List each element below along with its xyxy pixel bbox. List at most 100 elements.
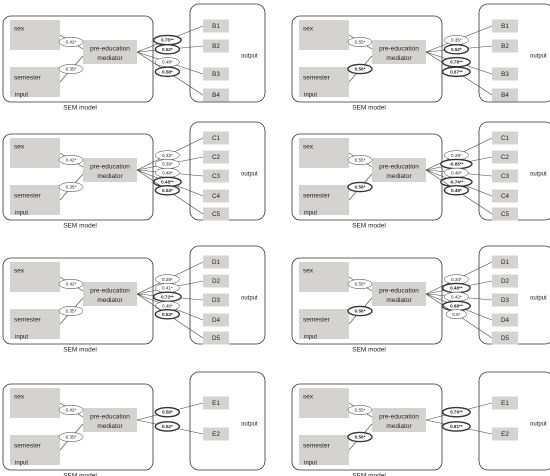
semester-box (299, 435, 349, 465)
output-box-D2 (203, 274, 229, 288)
sex-box (299, 262, 349, 292)
sem-model-caption: SEM model (352, 223, 386, 230)
sem-model-caption: SEM model (352, 473, 386, 476)
output-box-B2 (203, 39, 229, 53)
coefficient-C2: -0.65** (449, 162, 463, 167)
output-label-D5: D5 (212, 335, 221, 342)
coefficient-D4: 0.68** (450, 303, 463, 308)
mediator-label: mediator (97, 297, 123, 304)
semester-coefficient: 0.35* (66, 309, 77, 314)
coefficient-D5-oval (445, 309, 467, 320)
mediator-label: mediator (97, 173, 123, 180)
semester-label: semester (303, 443, 331, 450)
semester-coefficient-oval (58, 182, 84, 192)
sem-model-caption: SEM model (63, 105, 97, 112)
coefficient-C5-oval (154, 184, 181, 196)
coefficient-D3: 0.42* (451, 294, 462, 299)
coefficient-B2: 0.52* (162, 47, 173, 52)
output-box-C3 (203, 169, 229, 183)
output-box-C4 (492, 189, 518, 203)
pre-education-box (83, 158, 137, 182)
pre-education-label: pre-education (90, 288, 130, 295)
sem-diagram-C-left: sexsemesterpre-educationmediatorinput0.4… (2, 121, 266, 230)
output-label-C3: C3 (212, 173, 221, 180)
pre-education-box (83, 40, 137, 64)
sex-box (299, 138, 349, 168)
semester-coefficient: 0.56* (355, 67, 366, 72)
output-label-D1: D1 (212, 259, 221, 266)
output-box-C1 (492, 131, 518, 145)
output-label-D4: D4 (501, 317, 510, 324)
output-box-B2 (492, 39, 518, 53)
sem-diagram-B-left: sexsemesterpre-educationmediatorinput0.4… (2, 3, 266, 112)
pre-education-label: pre-education (379, 288, 419, 295)
semester-box (10, 435, 60, 465)
output-label-C4: C4 (501, 193, 510, 200)
coefficient-D5-oval (154, 308, 181, 320)
output-box-D5 (492, 331, 518, 345)
mediator-label: mediator (386, 55, 412, 62)
output-label: output (530, 296, 547, 302)
mediator-label: mediator (97, 423, 123, 430)
sex-coefficient: 0.55* (355, 282, 366, 287)
sem-diagram-D-left: sexsemesterpre-educationmediatorinput0.4… (2, 245, 266, 354)
sem-diagram-C-right: sexsemesterpre-educationmediatorinput0.5… (291, 121, 550, 230)
coefficient-B4-oval (441, 66, 471, 78)
coefficient-B2: 0.52* (451, 47, 462, 52)
sex-box (299, 20, 349, 50)
coefficient-B4-oval (154, 66, 181, 78)
sex-coefficient-oval (347, 279, 373, 289)
output-box-B3 (203, 67, 229, 81)
output-label-C3: C3 (501, 173, 510, 180)
sex-label: sex (303, 26, 314, 33)
output-label: output (241, 54, 258, 60)
coefficient-B2-oval (443, 43, 470, 55)
input-label: input (15, 93, 28, 99)
input-label: input (304, 211, 317, 217)
coefficient-E1-oval (154, 406, 181, 418)
sex-coefficient-oval (58, 279, 84, 289)
coefficient-E1-oval (441, 406, 471, 418)
pre-education-label: pre-education (379, 46, 419, 53)
output-box-E2 (203, 427, 229, 441)
coefficient-C5: 0.53* (162, 188, 173, 193)
output-label: output (530, 422, 547, 428)
sem-model-caption: SEM model (63, 473, 97, 476)
output-label: output (241, 296, 258, 302)
input-label: input (304, 93, 317, 99)
sex-coefficient-oval (58, 405, 84, 415)
mediator-label: mediator (386, 423, 412, 430)
semester-label: semester (14, 75, 42, 82)
coefficient-E2-oval (154, 421, 181, 432)
output-label-D5: D5 (501, 335, 510, 342)
semester-label: semester (303, 193, 331, 200)
output-box-C5 (203, 207, 229, 221)
coefficient-C3: 0.46* (451, 170, 462, 175)
semester-box (10, 185, 60, 215)
coefficient-C2: 0.39* (162, 162, 173, 167)
coefficient-C1: 0.32* (162, 153, 173, 158)
output-box-D2 (492, 274, 518, 288)
mediator-label: mediator (386, 297, 412, 304)
pre-education-box (372, 40, 426, 64)
sex-box (10, 262, 60, 292)
input-label: input (15, 335, 28, 341)
sem-model-caption: SEM model (63, 223, 97, 230)
sex-box (10, 138, 60, 168)
input-label: input (15, 211, 28, 217)
semester-coefficient-oval (347, 181, 373, 193)
semester-coefficient: 0.35* (66, 435, 77, 440)
sex-coefficient-oval (347, 405, 373, 415)
semester-box (10, 67, 60, 97)
coefficient-E2: 0.52* (162, 424, 173, 429)
output-label-C2: C2 (501, 154, 510, 161)
coefficient-D1: 0.28* (162, 277, 173, 282)
coefficient-B1: 0.75** (161, 38, 174, 43)
sex-coefficient: 0.42* (66, 40, 77, 45)
output-box-D4 (492, 313, 518, 327)
sex-box (10, 20, 60, 50)
output-label-B2: B2 (501, 43, 509, 50)
coefficient-D2: 0.48** (450, 286, 463, 291)
output-box-E1 (203, 396, 229, 410)
